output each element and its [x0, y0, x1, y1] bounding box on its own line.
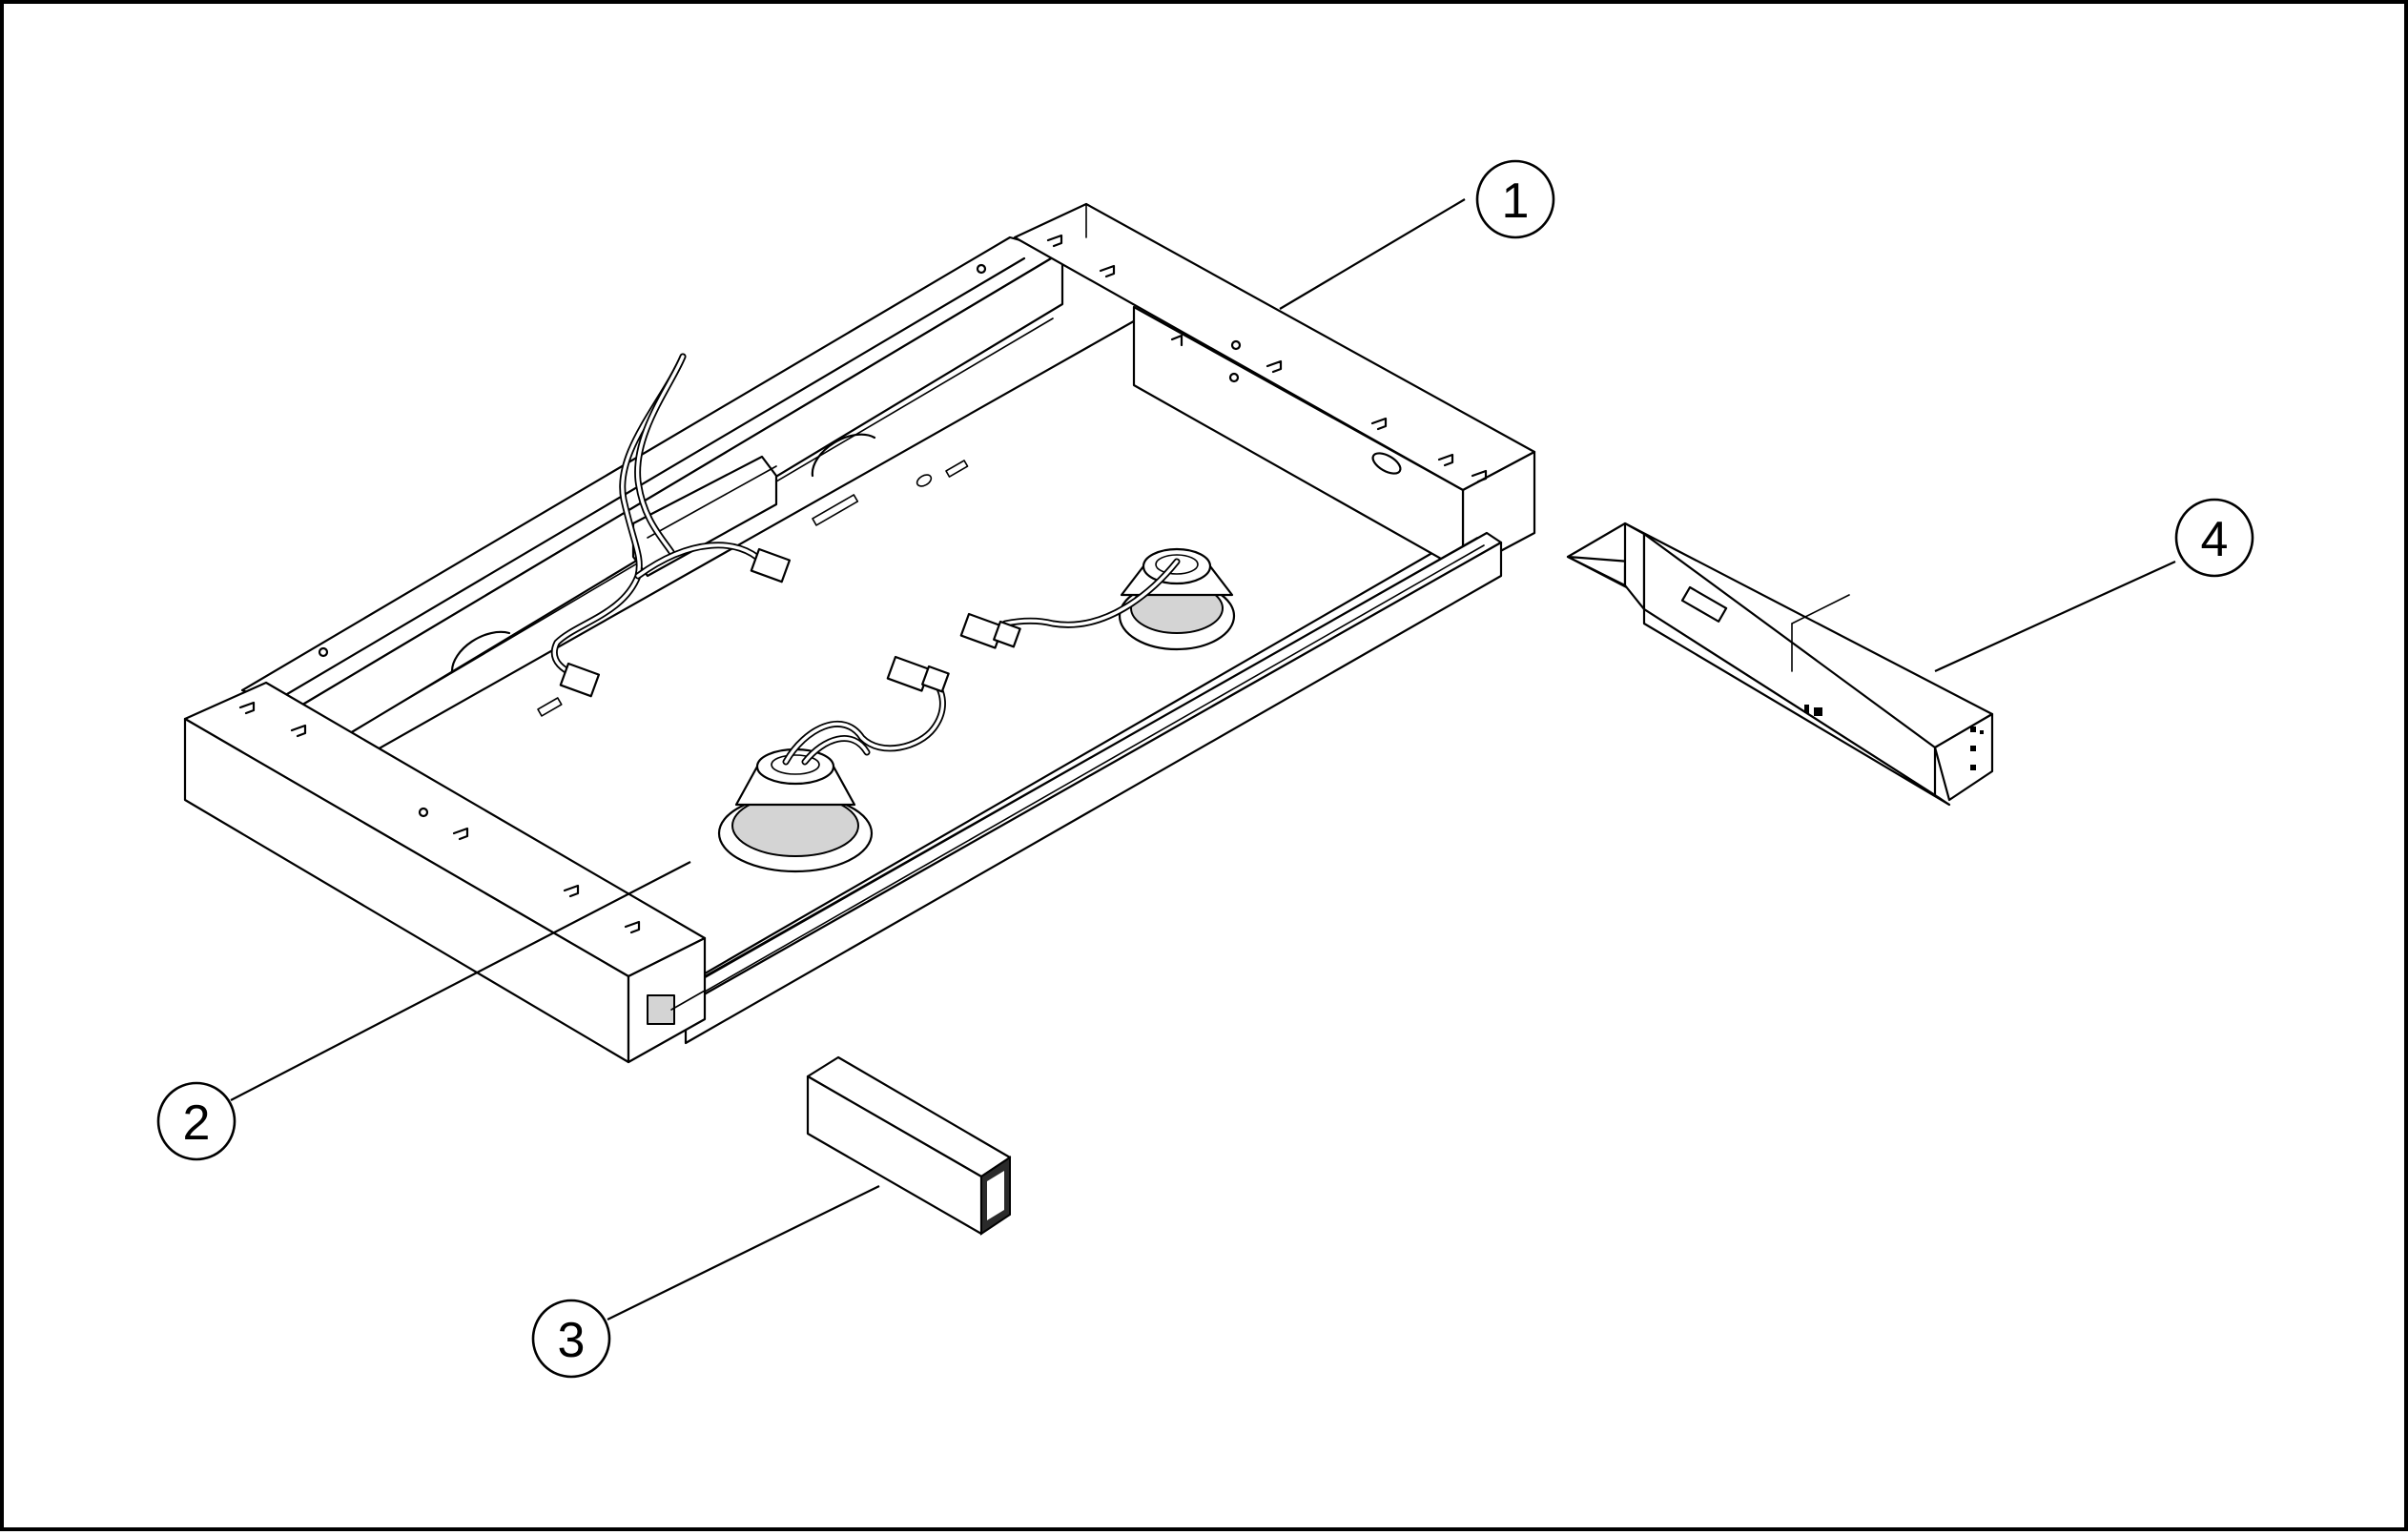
small-box: [806, 1055, 1012, 1236]
keyhole: [1371, 452, 1402, 475]
slot-mark: [1266, 359, 1283, 374]
screw-hole: [1228, 372, 1240, 383]
screw-hole: [418, 807, 429, 818]
callout-balloon: [1475, 159, 1555, 239]
callout-number: 1: [1502, 174, 1530, 229]
leader-line-4: [1934, 560, 2176, 673]
connector: [559, 662, 601, 698]
leader-line-3: [607, 1185, 880, 1320]
end-cap-slot: [647, 994, 675, 1025]
callout-number: 4: [2201, 512, 2229, 567]
callout-balloon: [531, 1299, 611, 1379]
callout-3: 3: [531, 1299, 611, 1379]
knockout: [811, 433, 876, 478]
leader-lines: [230, 198, 2176, 1320]
screw-hole: [318, 646, 329, 658]
leader-line-2: [230, 861, 691, 1101]
callout-number: 2: [183, 1095, 211, 1151]
slot-mark: [1046, 234, 1063, 248]
slot-mark: [563, 884, 580, 898]
slot: [537, 697, 563, 717]
slot-mark: [1370, 417, 1388, 431]
slot-mark: [1170, 334, 1183, 347]
slot: [945, 460, 969, 478]
clip: [1680, 585, 1728, 623]
callout-4: 4: [2174, 498, 2254, 578]
slot-mark: [238, 701, 256, 715]
slot-mark: [1471, 469, 1488, 483]
slot-mark: [1099, 264, 1116, 278]
leader-line-1: [1279, 198, 1466, 310]
slot-mark: [452, 827, 469, 841]
knockout: [450, 630, 511, 673]
end-fitting-end: [1933, 712, 1994, 802]
end-fitting: [1566, 522, 1994, 807]
slot-mark: [624, 920, 641, 934]
connector: [750, 547, 792, 583]
slot-mark: [1437, 453, 1454, 467]
callout-1: 1: [1475, 159, 1555, 239]
callout-balloon: [156, 1081, 237, 1161]
lamp-socket-assembly: [551, 353, 1236, 873]
drawing-canvas: 1 2 3 4: [156, 159, 2254, 1379]
slot-mark: [290, 724, 307, 738]
housing-frame: [183, 202, 1536, 1064]
slot: [812, 494, 859, 526]
screw-hole: [1230, 339, 1242, 351]
callout-2: 2: [156, 1081, 237, 1161]
screw-hole: [976, 263, 987, 275]
callout-number: 3: [558, 1313, 586, 1368]
callout-balloon: [2174, 498, 2254, 578]
slot: [916, 474, 933, 487]
